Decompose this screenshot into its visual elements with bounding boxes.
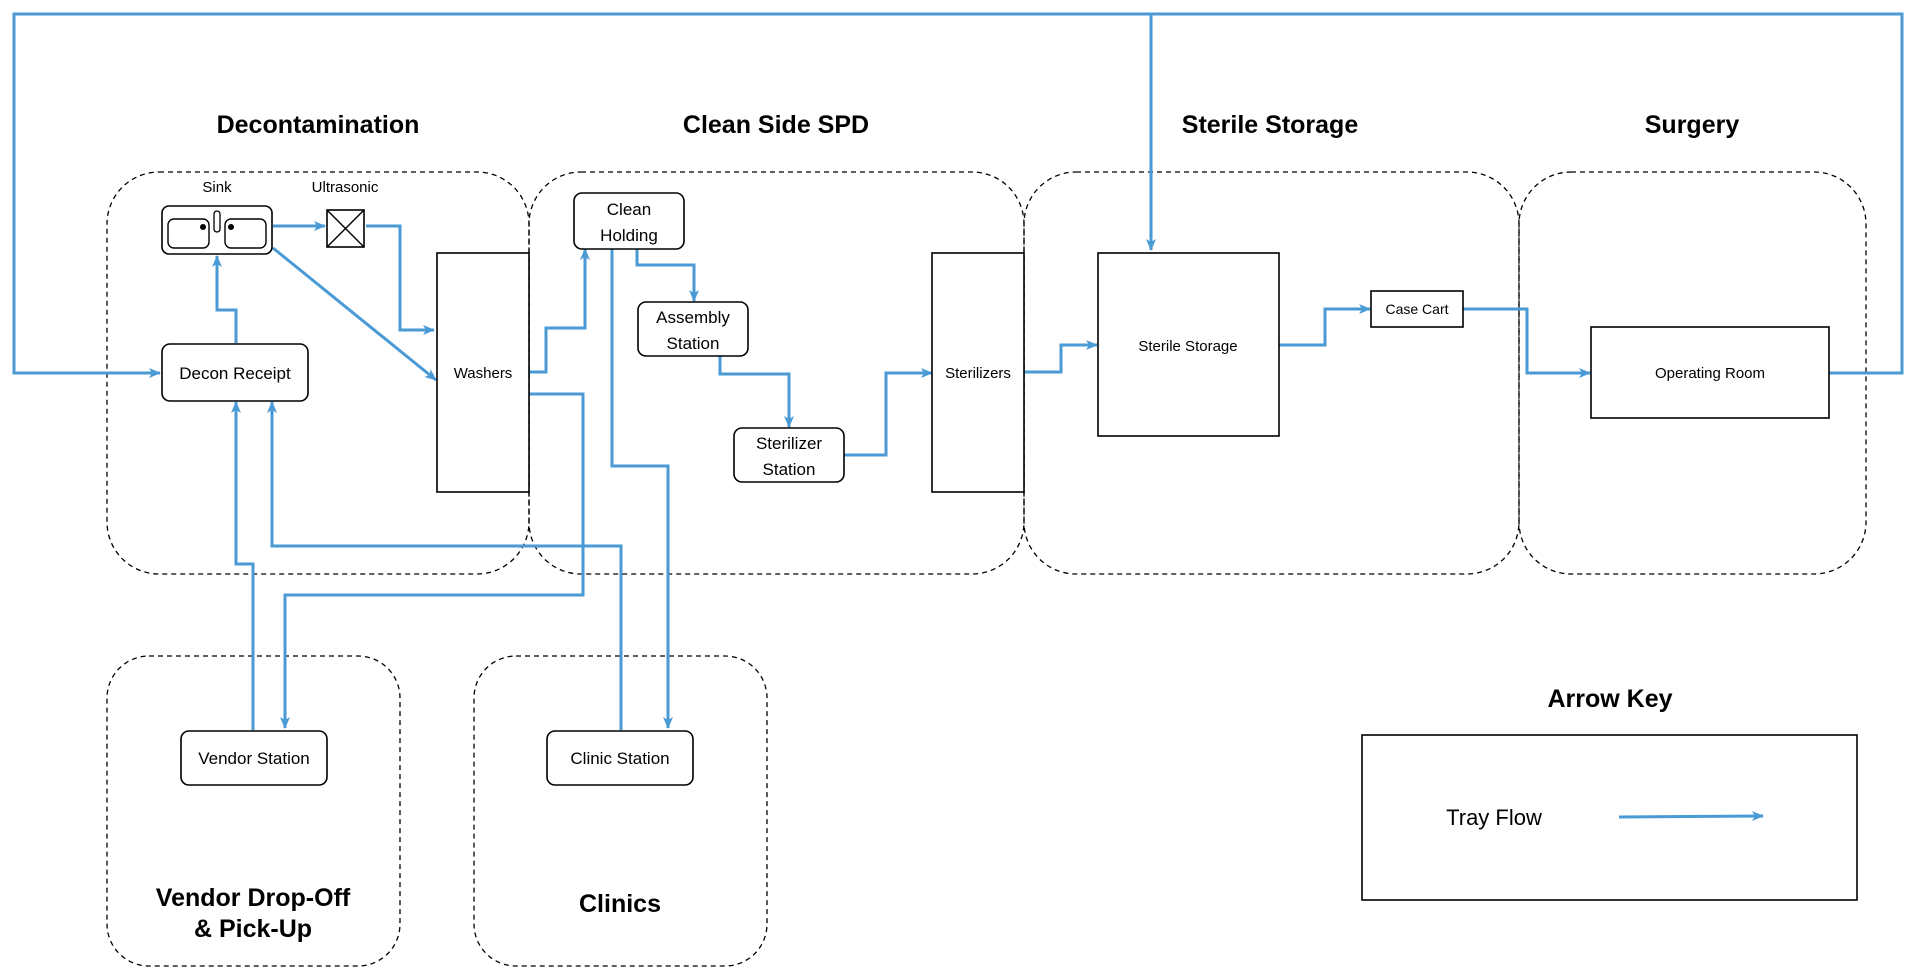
assembly-station-label-line1: Assembly (656, 308, 730, 327)
zone-label-decontamination: Decontamination (217, 111, 420, 139)
flow-washers-to-vendor-station (280, 392, 585, 729)
clean-holding-node: Clean Holding (573, 192, 685, 250)
flow-ultrasonic-to-washers (366, 224, 435, 335)
tray-flow-arrows (12, 12, 1904, 730)
zone-label-sterile-storage: Sterile Storage (1182, 111, 1359, 139)
flow-sterilizers-to-sterile-storage (1024, 340, 1098, 374)
flow-clinic-station-to-decon (267, 401, 623, 730)
zone-label-clinics: Clinics (579, 890, 661, 918)
flow-or-to-decon-loop (12, 12, 1904, 378)
zone-surgery (1518, 171, 1867, 575)
zone-label-clean-side: Clean Side SPD (683, 111, 869, 139)
zone-clinics (473, 655, 768, 967)
zone-label-vendor-line2: & Pick-Up (194, 915, 312, 943)
clean-holding-label-line2: Holding (600, 226, 658, 245)
sterilizer-station-label-line1: Sterilizer (756, 434, 822, 453)
zone-label-surgery: Surgery (1645, 111, 1740, 139)
zone-label-vendor-line1: Vendor Drop-Off (156, 884, 351, 912)
clinic-station-node: Clinic Station (546, 730, 694, 786)
arrow-key-box: Tray Flow (1361, 734, 1858, 901)
ultrasonic-label: Ultrasonic (312, 179, 379, 196)
ultrasonic-icon (326, 209, 365, 248)
decon-receipt-node: Decon Receipt (161, 343, 309, 402)
washers-node: Washers (436, 252, 530, 493)
operating-room-node: Operating Room (1590, 326, 1830, 419)
zone-sterile-storage (1023, 171, 1520, 575)
case-cart-node: Case Cart (1370, 290, 1464, 328)
sterilizers-label: Sterilizers (945, 365, 1011, 382)
sink-icon (161, 205, 273, 255)
clean-holding-label-line1: Clean (607, 200, 651, 219)
arrow-key-title: Arrow Key (1547, 685, 1672, 713)
sterile-storage-node: Sterile Storage (1097, 252, 1280, 437)
washers-label: Washers (454, 365, 513, 382)
assembly-station-label-line2: Station (667, 334, 720, 353)
operating-room-label: Operating Room (1655, 365, 1765, 382)
tray-flow-key-label: Tray Flow (1446, 805, 1542, 830)
decon-receipt-label: Decon Receipt (179, 364, 291, 383)
zone-vendor (106, 655, 401, 967)
sterile-storage-label: Sterile Storage (1138, 338, 1237, 355)
sterilizers-node: Sterilizers (931, 252, 1025, 493)
flow-clean-holding-to-clinic-station (610, 249, 673, 729)
clinic-station-label: Clinic Station (570, 749, 669, 768)
case-cart-label: Case Cart (1385, 301, 1448, 317)
flow-decon-to-sink (212, 255, 238, 343)
flow-assembly-to-sterilizer-station (718, 356, 794, 428)
tray-flow-key-arrow (1618, 811, 1764, 822)
vendor-station-label: Vendor Station (198, 749, 310, 768)
sink-label: Sink (202, 179, 232, 196)
flow-sterilizer-station-to-sterilizers (844, 368, 933, 457)
flow-sterile-storage-to-case-cart (1279, 304, 1371, 347)
sterilizer-station-node: Sterilizer Station (733, 427, 845, 483)
flow-washers-to-clean-holding (529, 248, 590, 374)
flow-vendor-station-to-decon (231, 401, 255, 730)
sterilizer-station-label-line2: Station (763, 460, 816, 479)
flow-sink-to-washers (272, 246, 437, 382)
vendor-station-node: Vendor Station (180, 730, 328, 786)
flow-clean-holding-to-assembly (635, 249, 699, 302)
flow-case-cart-to-operating-room (1463, 307, 1591, 378)
assembly-station-node: Assembly Station (637, 301, 749, 357)
